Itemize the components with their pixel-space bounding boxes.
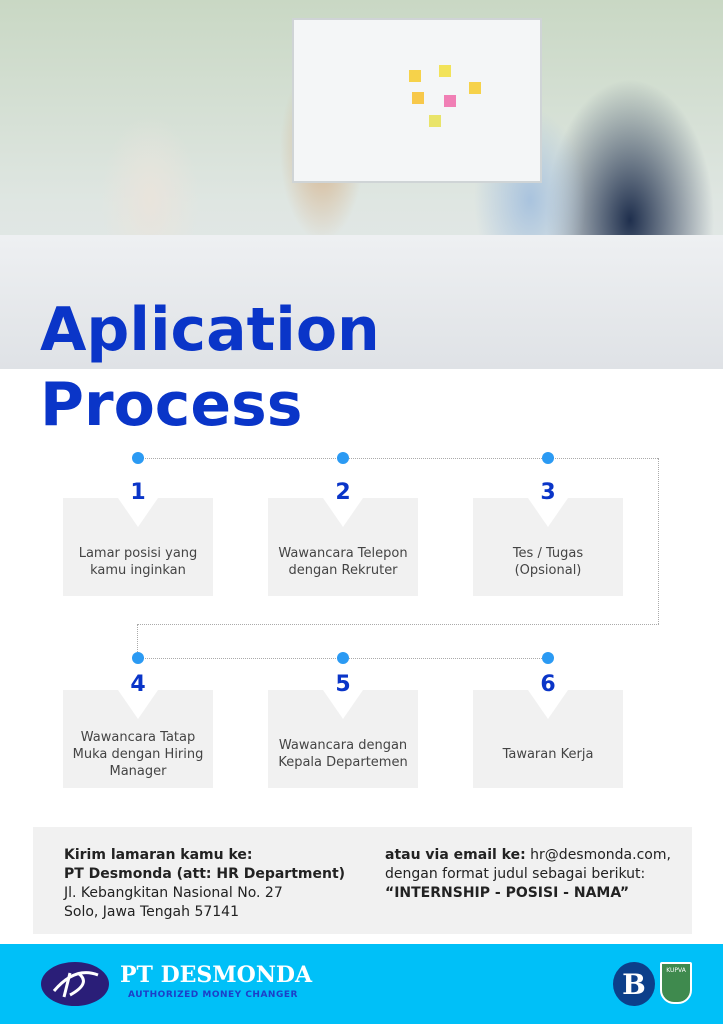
step-dot (132, 652, 144, 664)
format-value: “INTERNSHIP - POSISI - NAMA” (385, 885, 630, 901)
step-number: 3 (540, 480, 556, 505)
step-dot (132, 452, 144, 464)
contact-heading: Kirim lamaran kamu ke: (64, 847, 253, 863)
meeting-table (0, 235, 723, 369)
brand-tagline: AUTHORIZED MONEY CHANGER (128, 990, 298, 1000)
connector-line (138, 458, 658, 459)
step-dot (337, 452, 349, 464)
email-label: atau via email ke: (385, 847, 526, 863)
step-text: Wawancara Telepon dengan Rekruter (278, 546, 408, 578)
step-text: Wawancara dengan Kepala Departemen (278, 738, 408, 770)
svg-text:B: B (622, 968, 646, 1001)
kupva-badge-icon: KUPVA (660, 962, 692, 1004)
connector-line (658, 458, 659, 624)
step-text: Tes / Tugas (Opsional) (512, 546, 584, 578)
footer: PT DESMONDA AUTHORIZED MONEY CHANGER B K… (0, 944, 723, 1024)
title-line2: Process (40, 370, 303, 440)
brand-name: PT DESMONDA (120, 962, 313, 988)
connector-line (137, 624, 138, 658)
whiteboard (292, 18, 542, 183)
step-number: 2 (335, 480, 351, 505)
contact-company: PT Desmonda (att: HR Department) (64, 866, 346, 882)
email-link[interactable]: hr@desmonda.com, (530, 847, 671, 863)
step-text: Tawaran Kerja (502, 746, 594, 762)
step-text: Lamar posisi yang kamu inginkan (78, 546, 198, 578)
step-number: 6 (540, 672, 556, 697)
contact-address1: Jl. Kebangkitan Nasional No. 27 (64, 885, 283, 901)
hero-photo (0, 0, 723, 369)
connector-line (138, 624, 659, 625)
title-line1: Aplication (40, 295, 380, 365)
step-number: 1 (130, 480, 146, 505)
contact-address2: Solo, Jawa Tengah 57141 (64, 904, 239, 920)
step-dot (337, 652, 349, 664)
step-number: 5 (335, 672, 351, 697)
bank-indonesia-logo-icon: B (613, 962, 655, 1006)
step-text: Wawancara Tatap Muka dengan Hiring Manag… (72, 729, 204, 779)
kupva-label: KUPVA (666, 967, 686, 974)
step-dot (542, 452, 554, 464)
contact-box: Kirim lamaran kamu ke: PT Desmonda (att:… (33, 827, 692, 934)
format-text: dengan format judul sebagai berikut: (385, 866, 646, 882)
desmonda-logo-icon (41, 962, 109, 1006)
step-dot (542, 652, 554, 664)
step-number: 4 (130, 672, 146, 697)
